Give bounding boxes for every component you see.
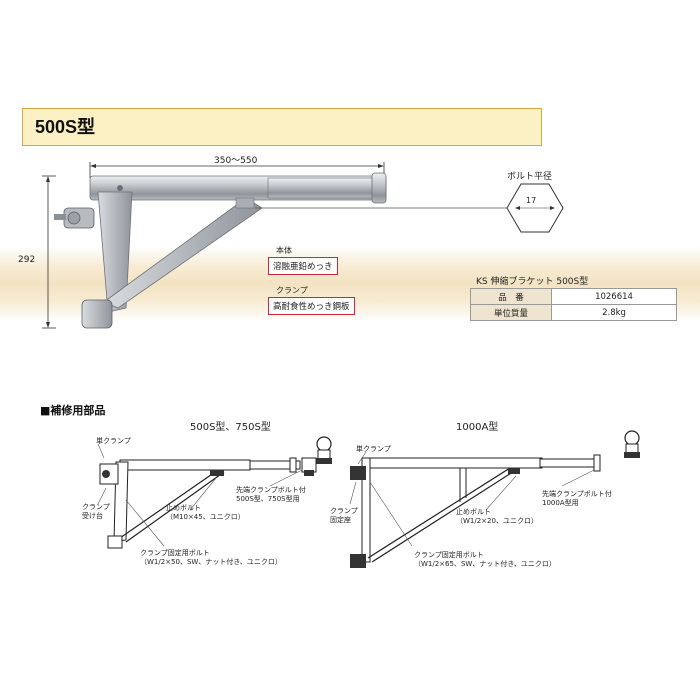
right-fix-bolt-2: （W1/2×65、SW、ナット付き、ユニクロ） — [414, 560, 556, 568]
bracket-photo — [42, 162, 387, 329]
right-tip-bolt-2: 1000A型用 — [542, 499, 579, 507]
parts-diagram-right — [349, 430, 640, 568]
left-fix-bolt-1: クランプ固定用ボルト — [140, 549, 210, 557]
bolt-diameter-label: ボルト平径 — [507, 172, 553, 182]
clamp-material-label: クランプ — [276, 286, 308, 295]
spec-label-weight: 単位質量 — [470, 304, 552, 321]
left-stop-bolt-1: 止めボルト — [166, 504, 201, 512]
left-tip-bolt-1: 先端クランプボルト付 — [236, 486, 306, 494]
spec-value-weight: 2.8kg — [551, 304, 677, 321]
right-stop-bolt-1: 止めボルト — [456, 508, 491, 516]
left-tip-bolt-2: 500S型、750S型用 — [236, 495, 300, 503]
left-clamp-receiver-1: クランプ — [82, 503, 110, 511]
left-stop-bolt-2: （M10×45、ユニクロ） — [166, 513, 245, 521]
left-fix-bolt-2: （W1/2×50、SW、ナット付き、ユニクロ） — [140, 558, 282, 566]
bolt-diameter-value: 17 — [526, 196, 537, 205]
body-material-value: 溶融亜鉛めっき — [268, 257, 338, 275]
spec-label-part-number: 品 番 — [470, 288, 552, 305]
parts-section-heading: ■補修用部品 — [40, 404, 106, 417]
table-row: 単位質量 2.8kg — [470, 304, 677, 321]
right-tip-bolt-1: 先端クランプボルト付 — [542, 490, 612, 498]
right-stop-bolt-2: （W1/2×20、ユニクロ） — [456, 517, 538, 525]
spec-table-title: KS 伸縮ブラケット 500S型 — [476, 277, 589, 287]
parts-diagram-left — [97, 436, 332, 549]
page-title: 500S型 — [22, 108, 542, 146]
bolt-hexagon-diagram — [255, 183, 564, 233]
right-single-clamp: 単クランプ — [356, 445, 391, 453]
spec-table: 品 番 1026614 単位質量 2.8kg — [470, 288, 677, 321]
dimension-length: 350～550 — [214, 156, 258, 166]
clamp-material-value: 高耐食性めっき鋼板 — [268, 297, 355, 315]
left-single-clamp: 単クランプ — [96, 437, 131, 445]
parts-left-title: 500S型、750S型 — [190, 422, 271, 433]
spec-value-part-number: 1026614 — [551, 288, 677, 305]
right-clamp-seat-1: クランプ — [330, 507, 358, 515]
dimension-height: 292 — [18, 255, 36, 265]
body-material-label: 本体 — [276, 246, 292, 255]
left-clamp-receiver-2: 受け台 — [82, 512, 103, 520]
right-clamp-seat-2: 固定座 — [330, 516, 351, 524]
right-fix-bolt-1: クランプ固定用ボルト — [414, 551, 484, 559]
table-row: 品 番 1026614 — [470, 288, 677, 305]
parts-right-title: 1000A型 — [456, 422, 499, 433]
